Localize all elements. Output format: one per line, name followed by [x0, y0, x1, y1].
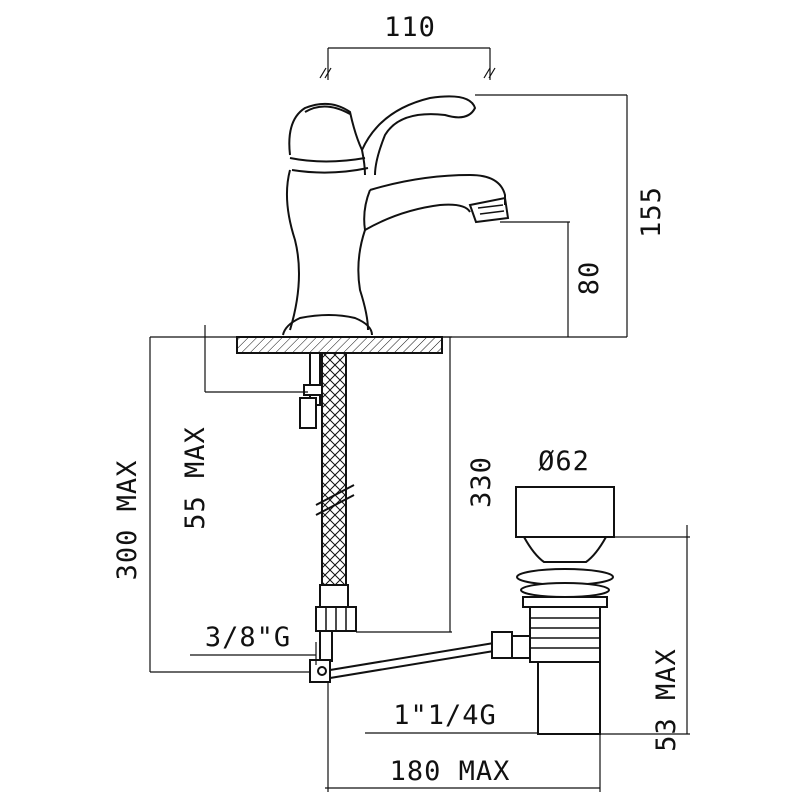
- dimension-lines: [149, 47, 690, 792]
- dim-53-max-label: 53 MAX: [651, 648, 682, 752]
- dim-1-1-4-g-label: 1"1/4G: [393, 700, 497, 731]
- deck-section: [236, 336, 443, 354]
- dim-diameter-62-label: Ø62: [538, 446, 590, 477]
- popup-rod: [309, 631, 541, 683]
- dim-180-max-label: 180 MAX: [390, 756, 511, 787]
- dim-330-label: 330: [466, 456, 497, 508]
- faucet-body: [282, 95, 510, 336]
- dim-110-label: 110: [384, 12, 436, 43]
- dim-80-label: 80: [574, 261, 605, 296]
- waste-fitting: [515, 486, 615, 735]
- dim-55-max-label: 55 MAX: [180, 426, 211, 530]
- dim-155-label: 155: [636, 186, 667, 238]
- supply-hose: [299, 352, 357, 662]
- dim-3-8-g-label: 3/8"G: [205, 622, 291, 653]
- dim-300-max-label: 300 MAX: [112, 460, 143, 581]
